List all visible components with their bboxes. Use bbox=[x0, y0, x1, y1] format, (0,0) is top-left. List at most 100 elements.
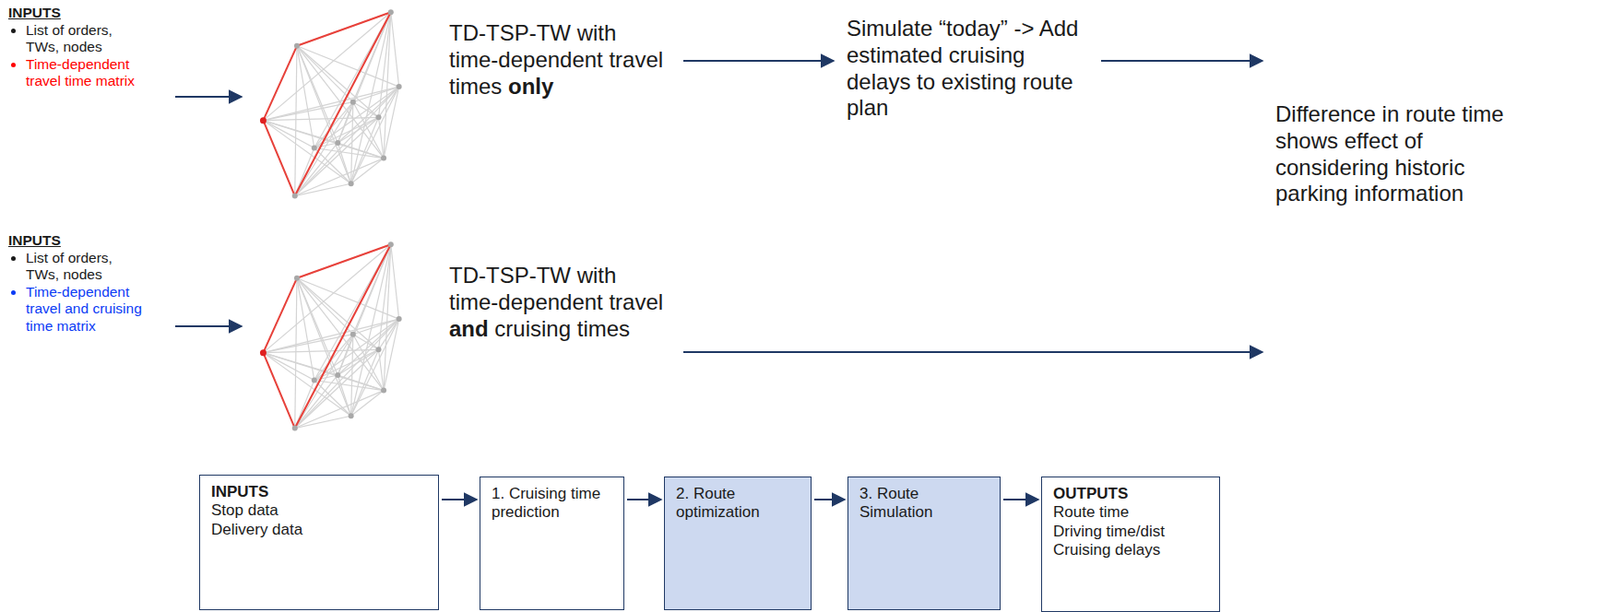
graph-edge bbox=[351, 319, 400, 416]
graph-edge bbox=[295, 415, 352, 428]
process-box: 2. Route optimization bbox=[663, 476, 812, 611]
graph-vertex bbox=[334, 140, 341, 146]
bullet-item: List of orders, TWs, nodes bbox=[25, 22, 147, 57]
graph-vertex bbox=[376, 114, 382, 120]
method-text: TD-TSP-TW with time-dependent travel tim… bbox=[449, 20, 671, 100]
flow-arrow bbox=[441, 498, 477, 501]
bullet-item: List of orders, TWs, nodes bbox=[25, 249, 147, 285]
graph-edge bbox=[351, 86, 400, 184]
graph-edge bbox=[262, 120, 314, 149]
node-text: 3. Route Simulation bbox=[859, 485, 989, 523]
graph-edge bbox=[295, 244, 392, 428]
graph-edge bbox=[351, 158, 384, 185]
graph-vertex bbox=[388, 241, 394, 248]
graph-edge bbox=[262, 278, 297, 354]
graph-edge bbox=[351, 102, 354, 185]
method-text: TD-TSP-TW with time-dependent travel and… bbox=[449, 262, 671, 343]
graph-vertex bbox=[292, 193, 298, 200]
graph-vertex bbox=[376, 346, 382, 353]
graph-vertex bbox=[294, 275, 300, 282]
graph-edge bbox=[295, 183, 352, 196]
graph-edge bbox=[296, 278, 315, 381]
node-text: Cruising delays bbox=[1053, 541, 1209, 560]
route-edge bbox=[262, 278, 297, 354]
node-text: 1. Cruising time prediction bbox=[491, 485, 613, 523]
graph-edge bbox=[314, 148, 384, 159]
graph-edge bbox=[314, 349, 380, 380]
graph-vertex bbox=[334, 372, 341, 379]
inputs-heading: INPUTS bbox=[8, 232, 147, 250]
node-text: TD-TSP-TW with time-dependent travel tim… bbox=[449, 20, 671, 100]
graph-edge bbox=[295, 46, 297, 197]
graph-edge bbox=[351, 117, 380, 184]
flow-arrow bbox=[627, 498, 662, 501]
flow-arrow bbox=[683, 59, 834, 62]
graph-vertex bbox=[396, 316, 403, 322]
graph-edge bbox=[351, 349, 380, 416]
graph-edge bbox=[295, 11, 392, 196]
graph-edge bbox=[379, 349, 385, 391]
graph-vertex bbox=[292, 426, 298, 432]
node-text: Delivery data bbox=[211, 521, 427, 540]
flow-arrow bbox=[814, 498, 845, 501]
flow-arrow bbox=[1101, 59, 1263, 62]
inputs-heading: INPUTS bbox=[8, 4, 147, 23]
graph-edge bbox=[391, 11, 400, 87]
graph-edge bbox=[262, 353, 314, 381]
graph-edge bbox=[314, 380, 352, 417]
graph-vertex bbox=[260, 349, 267, 356]
node-text: TD-TSP-TW with time-dependent travel and… bbox=[449, 262, 671, 343]
graph-edge bbox=[383, 319, 400, 391]
bullet-list: List of orders, TWs, nodesTime-dependent… bbox=[8, 22, 147, 91]
route-edge bbox=[295, 11, 392, 196]
graph-vertex bbox=[348, 180, 355, 187]
graph-edge bbox=[383, 86, 400, 158]
flow-arrow bbox=[683, 351, 1263, 354]
graph-edge bbox=[351, 391, 384, 417]
graph-vertex bbox=[311, 145, 318, 152]
graph-edge bbox=[295, 278, 297, 429]
route-edge bbox=[262, 46, 297, 121]
graph-vertex bbox=[380, 388, 387, 394]
route-edge bbox=[262, 120, 295, 197]
graph-edge bbox=[383, 244, 392, 391]
bullet-item: Time-dependent travel time matrix bbox=[25, 56, 147, 91]
node-text: Simulate “today” -> Add estimated cruisi… bbox=[846, 15, 1089, 122]
graph-edge bbox=[314, 380, 384, 392]
graph-edge bbox=[337, 349, 379, 376]
node-text: Difference in route time shows effect of… bbox=[1275, 101, 1534, 208]
route-edge bbox=[295, 244, 392, 428]
graph-edge bbox=[295, 319, 400, 428]
graph-edge bbox=[351, 11, 392, 184]
graph-edge bbox=[262, 319, 399, 354]
graph-vertex bbox=[311, 378, 318, 384]
graph-vertex bbox=[350, 331, 356, 338]
graph-edge bbox=[314, 102, 354, 149]
graph-edge bbox=[295, 86, 400, 196]
graph-edge bbox=[262, 86, 399, 121]
node-text: 2. Route optimization bbox=[675, 485, 800, 523]
network-graph bbox=[260, 241, 403, 431]
node-text: Stop data bbox=[211, 501, 427, 521]
graph-edge bbox=[314, 148, 352, 185]
inputs-list: INPUTSList of orders, TWs, nodesTime-dep… bbox=[8, 4, 147, 91]
graph-edge bbox=[337, 375, 384, 392]
inputs-box: INPUTSStop dataDelivery data bbox=[199, 474, 439, 611]
graph-edge bbox=[337, 142, 384, 159]
input-arrow bbox=[175, 325, 242, 328]
graph-edge bbox=[379, 117, 385, 158]
graph-vertex bbox=[380, 155, 387, 162]
bullet-item: Time-dependent travel and cruising time … bbox=[25, 284, 147, 336]
graph-vertex bbox=[294, 43, 300, 49]
node-text: Driving time/dist bbox=[1053, 522, 1209, 542]
flow-arrow bbox=[1003, 498, 1039, 501]
graph-edge bbox=[314, 319, 400, 380]
process-box: 3. Route Simulation bbox=[847, 476, 1001, 611]
bullet-list: List of orders, TWs, nodesTime-dependent… bbox=[8, 249, 147, 336]
graph-vertex bbox=[388, 9, 394, 15]
process-box: 1. Cruising time prediction bbox=[479, 476, 625, 611]
graph-edge bbox=[314, 117, 380, 148]
outputs-box: OUTPUTSRoute timeDriving time/distCruisi… bbox=[1041, 476, 1221, 612]
graph-edge bbox=[314, 86, 400, 148]
graph-edge bbox=[314, 375, 338, 381]
